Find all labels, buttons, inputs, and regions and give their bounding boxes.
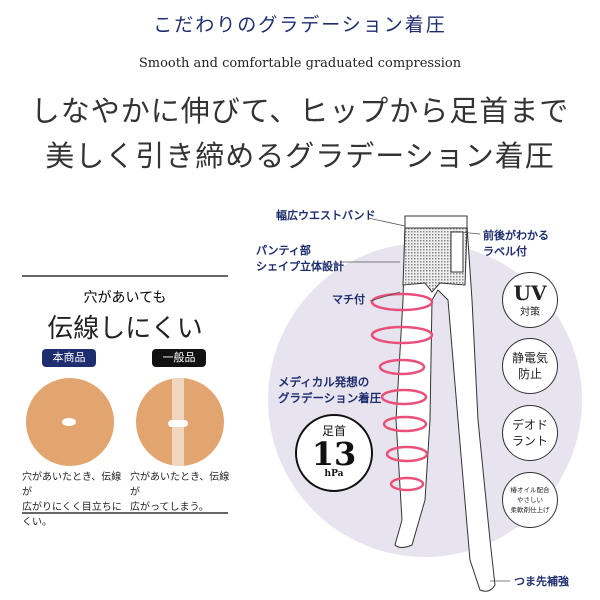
feature-deodorant: デオドラント [502,405,558,461]
comparison-title: 伝線しにくい [47,314,203,344]
feature-camellia-oil: 椿オイル配合やさしい柔軟剤仕上げ [502,472,558,528]
label-panty-shape: パンティ部シェイプ立体設計 [256,244,344,273]
label-front-back-tag: 前後がわかるラベル付 [483,229,549,258]
comparison-lead: 穴があいても [83,290,167,306]
feature-uv: UV 対策 [502,272,558,328]
label-medical-compression: メディカル発想のグラデーション着圧 [278,375,382,405]
section-title: こだわりのグラデーション着圧 [153,14,447,36]
caption-general: 穴があいたとき、伝線が広がってしまう。 [130,472,230,513]
ankle-pressure-badge: 足首 13 hPa [295,414,373,492]
feature-antistatic: 静電気防止 [502,338,558,394]
badge-general-product: 一般品 [152,349,206,367]
headline-line-2: 美しく引き締めるグラデーション着圧 [45,139,555,173]
divider [22,275,228,277]
divider [22,512,228,514]
label-toe-reinforcement: つま先補強 [514,575,569,588]
headline-line-1: しなやかに伸びて、ヒップから足首まで [30,94,570,128]
fabric-sample-this-product [26,378,114,466]
label-waistband: 幅広ウエストバンド [276,209,376,222]
caption-this-product: 穴があいたとき、伝線が広がりにくく目立ちにくい。 [22,472,122,528]
fabric-sample-general [136,378,224,466]
section-subtitle: Smooth and comfortable graduated compres… [138,56,462,71]
badge-this-product: 本商品 [42,349,96,367]
label-gusset: マチ付 [332,293,365,306]
